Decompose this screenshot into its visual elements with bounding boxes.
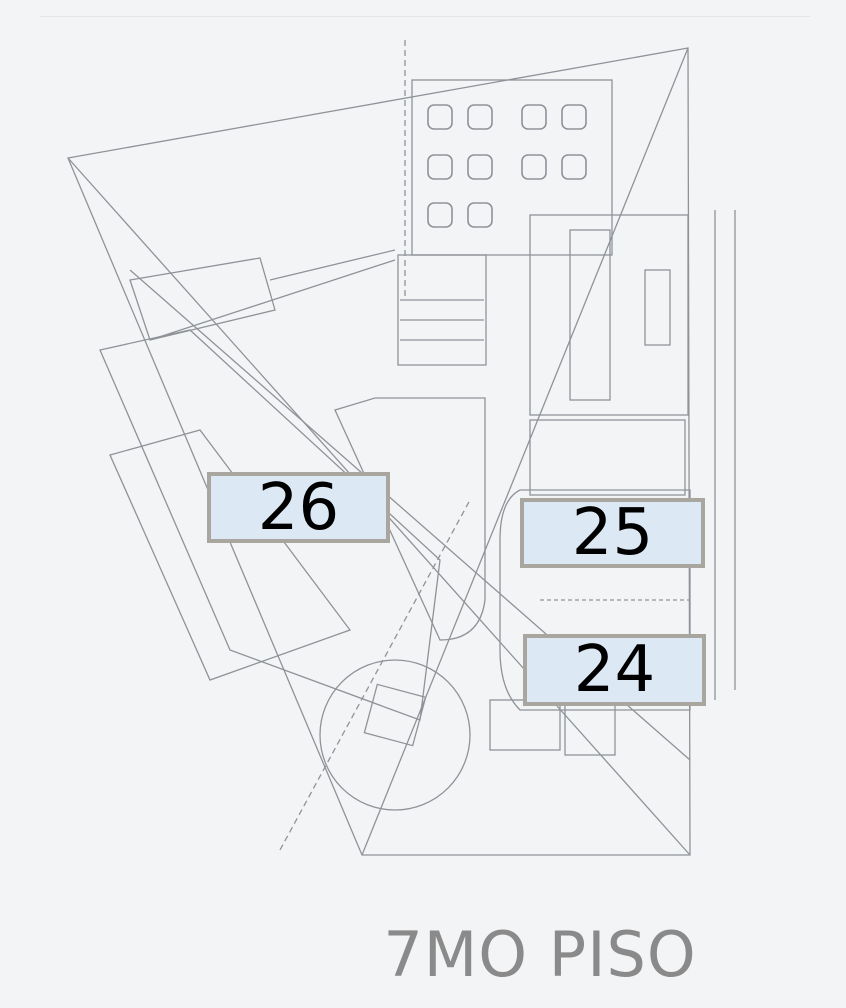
- unit-25-label[interactable]: 25: [520, 498, 705, 568]
- unit-26-label[interactable]: 26: [207, 472, 390, 543]
- top-divider: [40, 16, 810, 17]
- plan-outline: [67, 47, 691, 856]
- unit-24-label[interactable]: 24: [523, 634, 706, 706]
- floor-title: 7MO PISO: [383, 918, 697, 991]
